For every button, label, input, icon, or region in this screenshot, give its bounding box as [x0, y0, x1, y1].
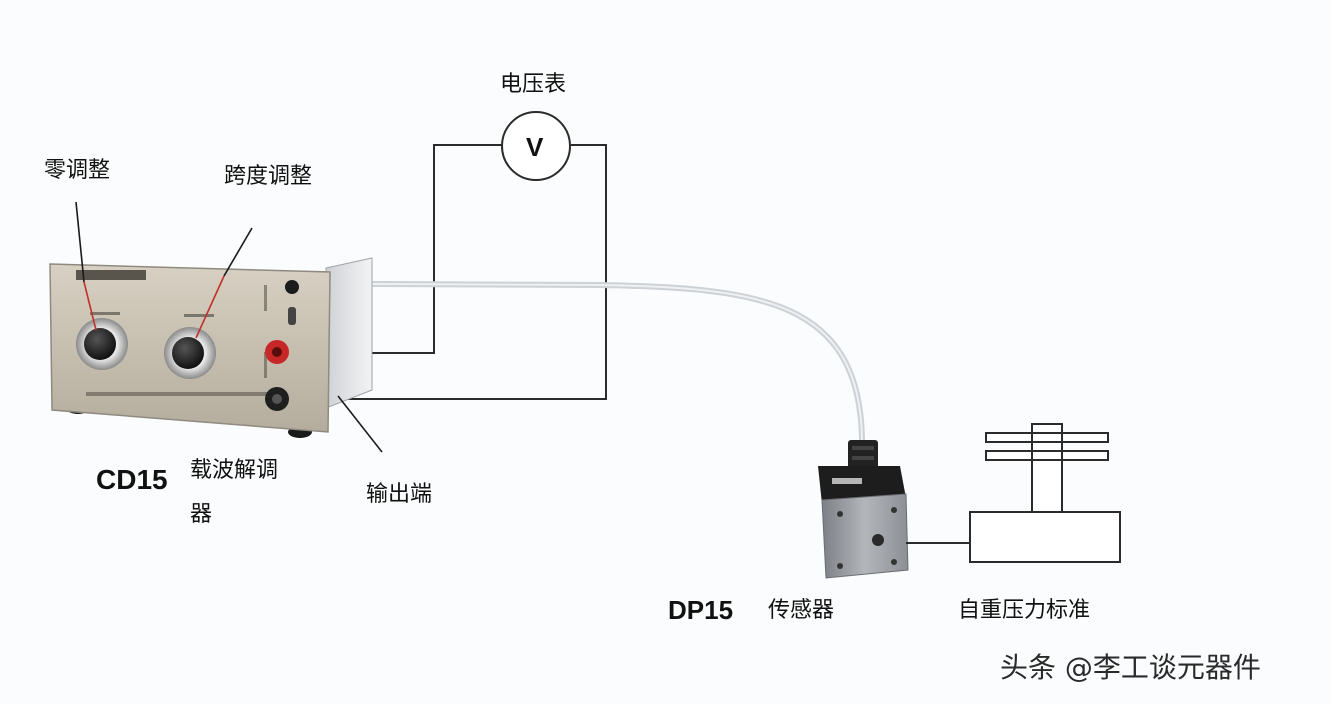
output-terminal-label: 输出端	[366, 482, 433, 507]
indicator-light	[285, 280, 299, 294]
sensor-name-label: 传感器	[768, 598, 835, 623]
dp15-sensor	[818, 440, 909, 579]
wire-negative	[294, 144, 607, 400]
pointer-lines	[75, 201, 383, 453]
zero-adjust-label: 零调整	[44, 158, 111, 183]
sensor-cap	[818, 466, 906, 504]
zero-pointer-black	[75, 201, 85, 283]
span-adjust-label: 跨度调整	[224, 164, 313, 189]
output-terminal-black	[265, 387, 289, 411]
weight-plate-2	[985, 450, 1109, 461]
span-adjust-knob	[164, 327, 216, 379]
span-pointer-black	[223, 227, 253, 277]
voltmeter-circle	[501, 111, 571, 181]
sensor-body	[821, 493, 909, 579]
voltmeter	[501, 111, 571, 181]
output-terminal-red	[265, 340, 289, 364]
cd15-demodulator	[49, 257, 373, 438]
weight-plate-1	[985, 432, 1109, 443]
cd15-model-label: CD15	[96, 464, 168, 495]
zero-adjust-knob	[76, 318, 128, 370]
voltmeter-symbol: V	[526, 132, 544, 162]
voltmeter-title: 电压表	[500, 72, 567, 97]
voltmeter-wires	[294, 144, 607, 400]
device-side-panel	[325, 257, 373, 409]
deadweight-pressure-standard	[969, 423, 1121, 563]
zero-pointer-red	[83, 281, 97, 331]
output-pointer	[337, 395, 383, 453]
wire-positive	[330, 144, 502, 354]
device-logo	[76, 270, 146, 280]
span-pointer-red	[195, 275, 225, 339]
demodulator-name-line2: 器	[190, 502, 213, 527]
toggle-switch	[288, 307, 296, 325]
sensor-connector	[848, 440, 878, 470]
demodulator-name-line1: 载波解调	[190, 458, 279, 483]
pressure-standard-label: 自重压力标准	[958, 598, 1091, 623]
sensor-port	[872, 534, 884, 546]
sensor-cable	[367, 281, 865, 443]
watermark-text: 头条 @李工谈元器件	[1000, 651, 1261, 684]
pressure-base	[969, 511, 1121, 563]
dp15-model-label: DP15	[668, 595, 734, 625]
